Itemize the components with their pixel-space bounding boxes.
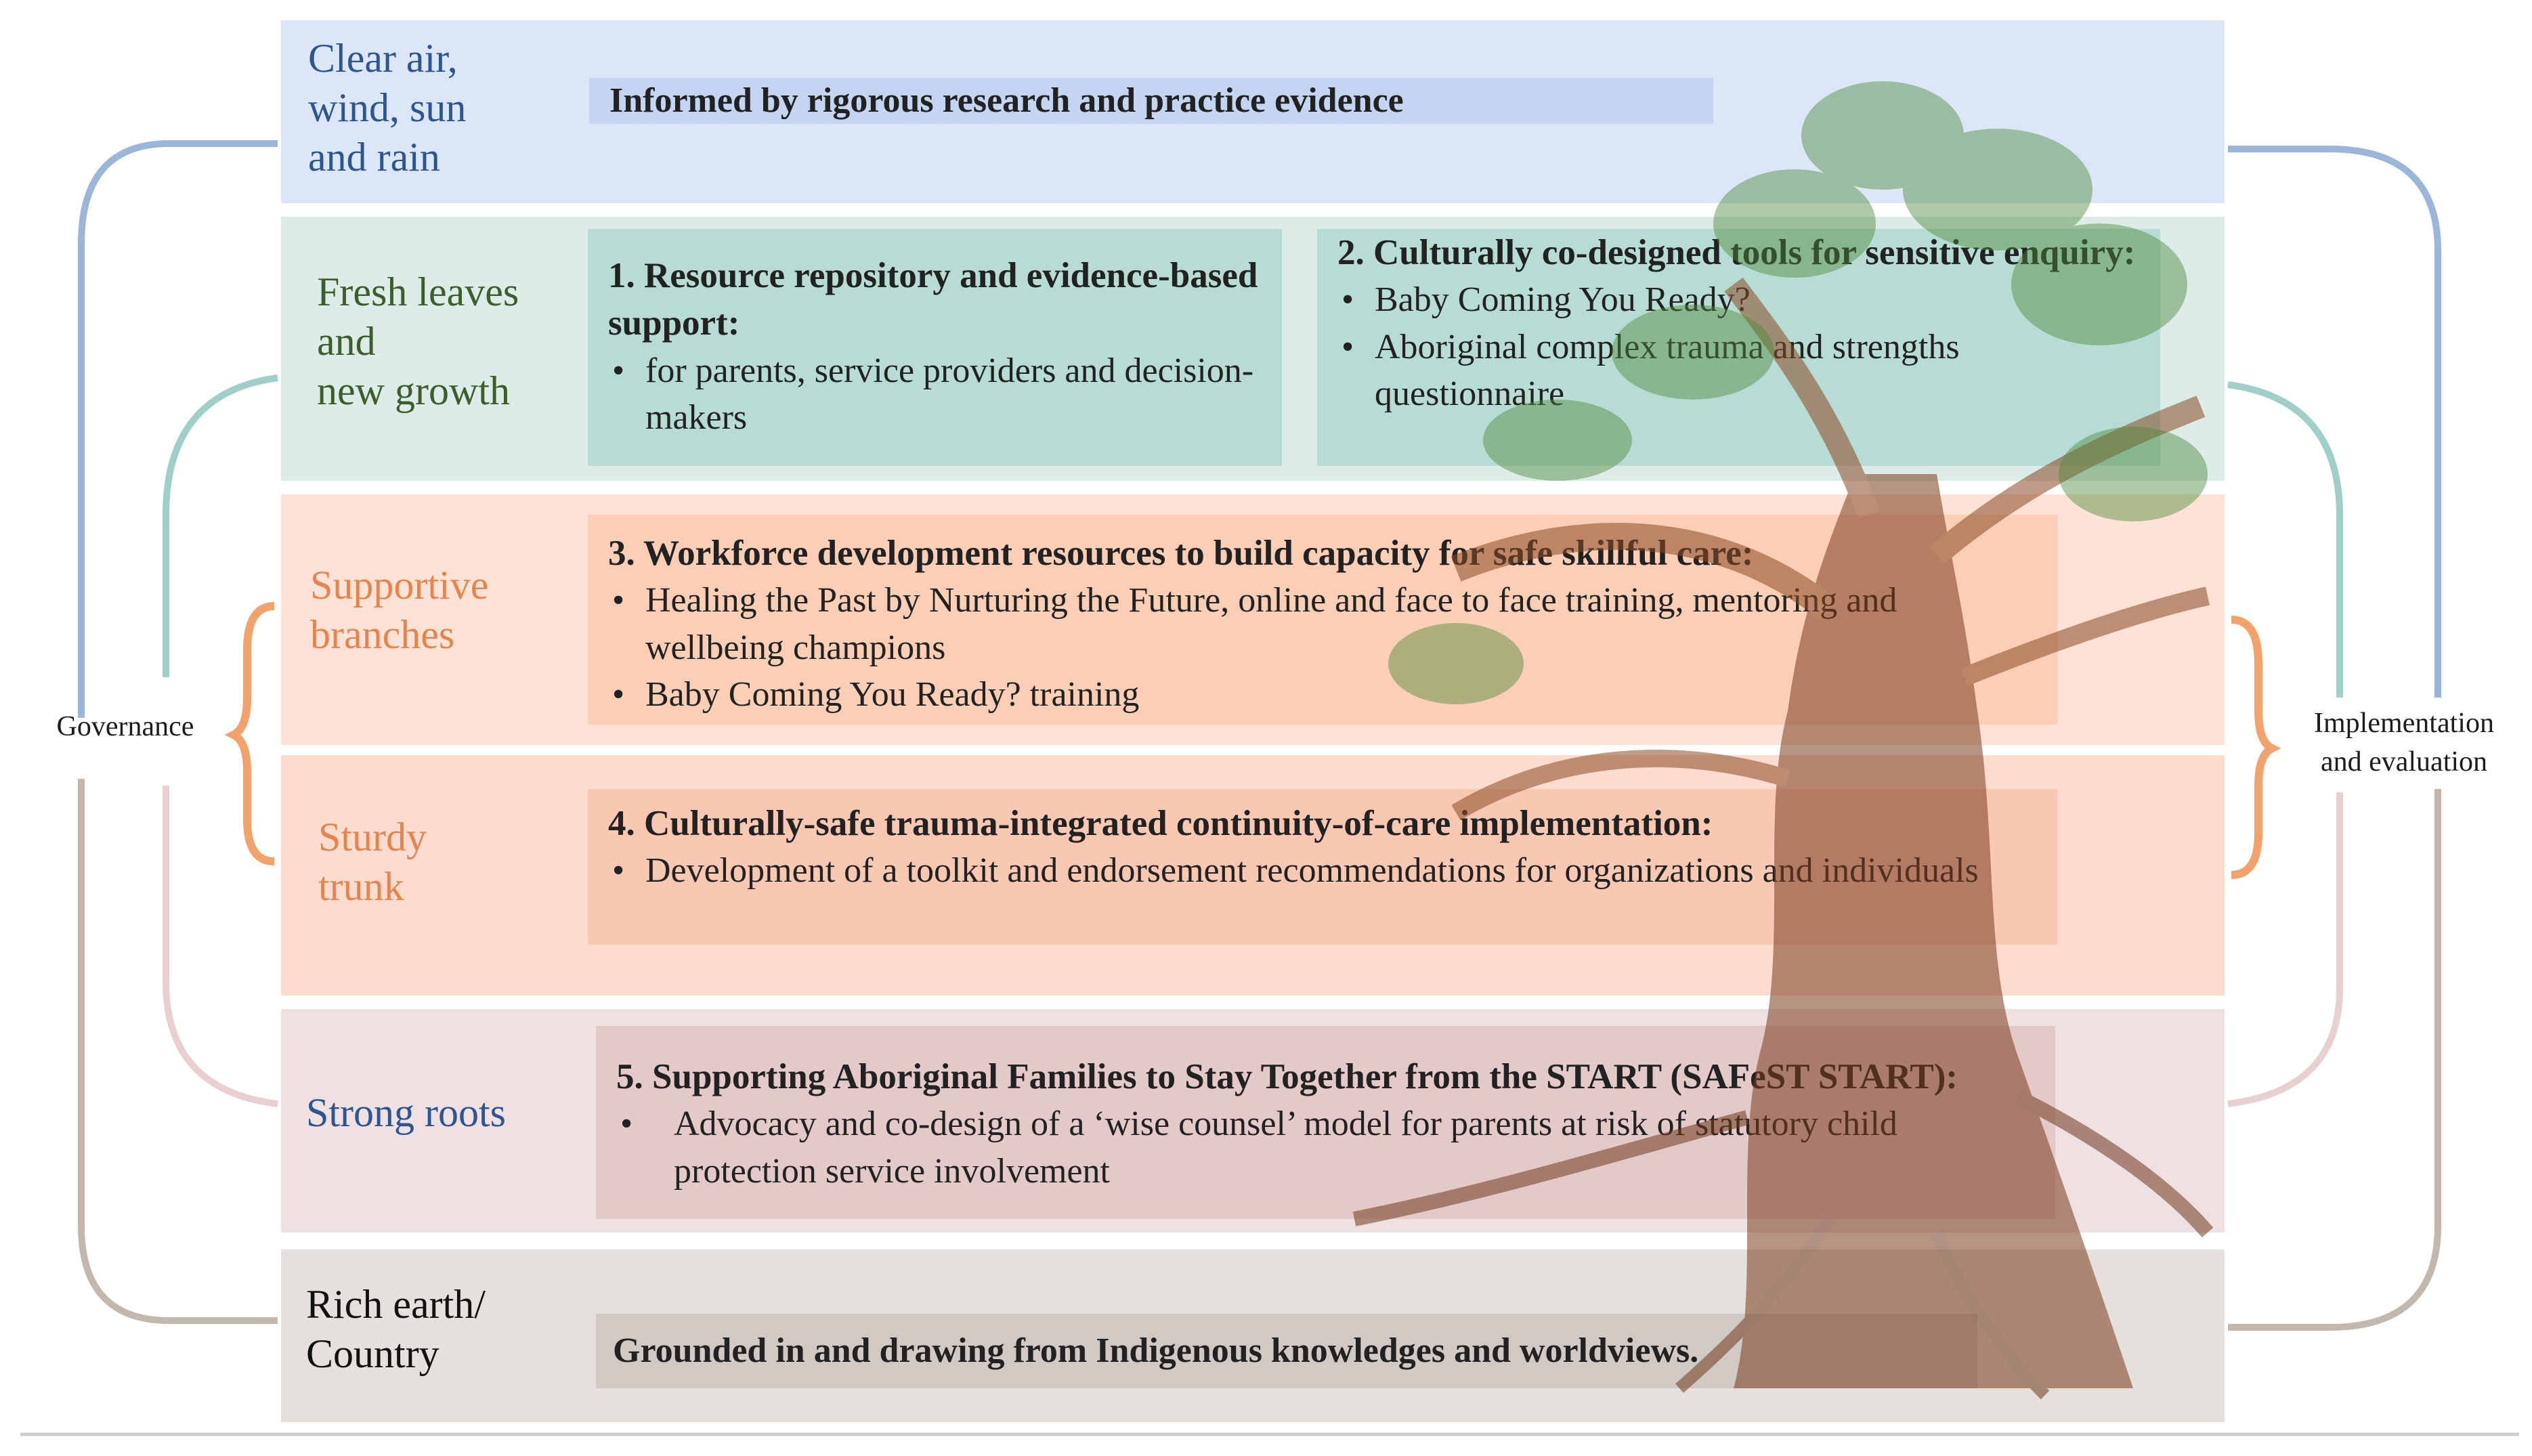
- box-1-resource-repository: 1. Resource repository and evidence-base…: [588, 229, 1282, 466]
- box-1-list: for parents, service providers and decis…: [608, 347, 1262, 441]
- evaluation-inner-line: [2227, 381, 2343, 698]
- right-curly-brace: [2231, 616, 2281, 879]
- box-2-title: 2. Culturally co-designed tools for sens…: [1337, 233, 2135, 272]
- tree-illustration: [1352, 277, 2214, 1400]
- box-4-title: 4. Culturally-safe trauma-integrated con…: [608, 804, 1713, 843]
- label-branches: Supportive branches: [310, 563, 489, 658]
- label-leaves: Fresh leaves and new growth: [317, 270, 519, 414]
- box-3-item: Healing the Past by Nurturing the Future…: [608, 577, 2037, 670]
- box-2-list: Baby Coming You Ready? Aboriginal comple…: [1337, 276, 2140, 416]
- box-2-item: Baby Coming You Ready?: [1337, 276, 2140, 323]
- label-air: Clear air, wind, sun and rain: [308, 36, 467, 180]
- tree-foliage: [1388, 81, 2208, 704]
- box-1-item: for parents, service providers and decis…: [608, 347, 1262, 441]
- box-1-title: 1. Resource repository and evidence-base…: [608, 256, 1258, 343]
- research-box: Informed by rigorous research and practi…: [589, 78, 1713, 124]
- evaluation-outer-line: [2228, 146, 2441, 698]
- label-earth: Rich earth/ Country: [306, 1282, 486, 1377]
- governance-inner-line-lower: [163, 786, 278, 1107]
- label-trunk: Sturdy trunk: [318, 815, 427, 909]
- box-5-title: 5. Supporting Aboriginal Families to Sta…: [616, 1057, 1958, 1096]
- governance-outer-line-lower: [78, 779, 278, 1324]
- box-5-item: Advocacy and co-design of a ‘wise counse…: [616, 1100, 2035, 1194]
- left-curly-brace: [224, 602, 275, 865]
- evaluation-inner-line-lower: [2227, 792, 2343, 1107]
- implementation-evaluation-label: Implementation and evaluation: [2314, 708, 2494, 777]
- label-roots: Strong roots: [306, 1090, 507, 1135]
- box-5-list: Advocacy and co-design of a ‘wise counse…: [616, 1100, 2035, 1194]
- box-4-item: Development of a toolkit and endorsement…: [608, 847, 2037, 894]
- box-4-list: Development of a toolkit and endorsement…: [608, 847, 2037, 894]
- box-3-item: Baby Coming You Ready? training: [608, 671, 2037, 718]
- governance-inner-line: [163, 374, 278, 677]
- box-2-culturally-codesigned-tools: 2. Culturally co-designed tools for sens…: [1317, 229, 2160, 466]
- governance-label: Governance: [56, 711, 194, 742]
- box-3-list: Healing the Past by Nurturing the Future…: [608, 577, 2037, 718]
- indigenous-knowledges-text: Grounded in and drawing from Indigenous …: [613, 1331, 1699, 1370]
- evaluation-outer-line-lower: [2228, 789, 2441, 1331]
- box-2-item: Aboriginal complex trauma and strengths …: [1337, 324, 2140, 417]
- research-text: Informed by rigorous research and practi…: [609, 81, 1404, 120]
- governance-outer-line: [78, 140, 278, 718]
